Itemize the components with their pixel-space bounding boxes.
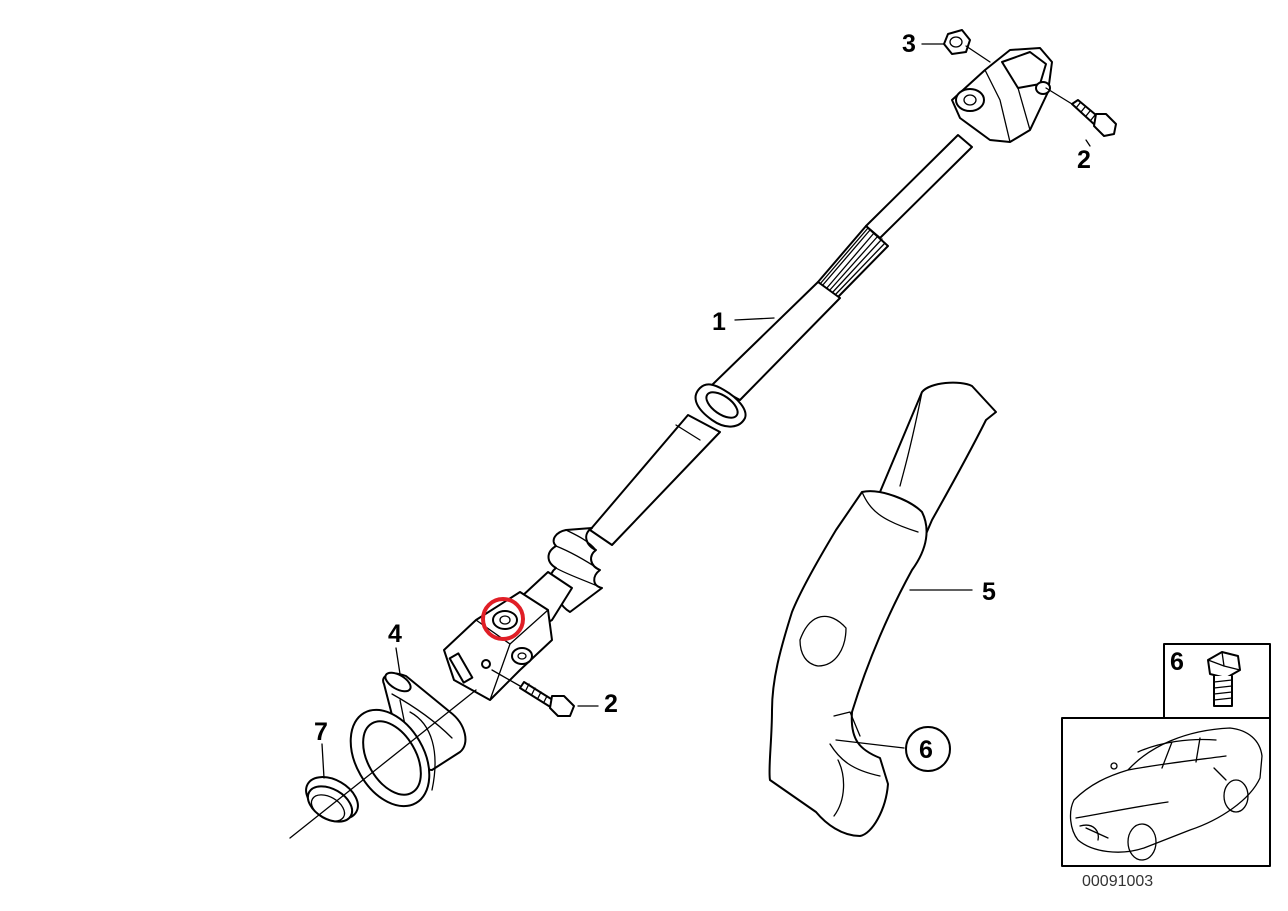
- nut[interactable]: [943, 29, 991, 63]
- car-thumbnail: [1061, 717, 1271, 867]
- lower-universal-joint[interactable]: [443, 591, 553, 701]
- callout-2-bottom: 2: [604, 690, 618, 718]
- inset-bolt-box: [1163, 643, 1271, 719]
- bolt-top[interactable]: [1045, 87, 1117, 137]
- column-cover[interactable]: [768, 381, 997, 837]
- leader-lines: [321, 43, 1091, 779]
- catalog-number: 00091003: [1082, 873, 1153, 890]
- callout-6: 6: [919, 736, 933, 764]
- callout-6-circle: [905, 726, 951, 772]
- callout-1: 1: [712, 308, 726, 336]
- callout-3: 3: [902, 30, 916, 58]
- highlight-circle: [481, 597, 525, 641]
- callout-7: 7: [314, 718, 328, 746]
- callout-6-inset: 6: [1170, 648, 1184, 676]
- callout-5: 5: [982, 578, 996, 606]
- center-axis-line: [289, 689, 477, 839]
- bolt-bottom[interactable]: [491, 669, 575, 717]
- seal-ring[interactable]: [299, 768, 365, 829]
- callout-4: 4: [388, 620, 402, 648]
- upper-universal-joint[interactable]: [951, 47, 1053, 143]
- callout-2-top: 2: [1077, 146, 1091, 174]
- inset-bolt[interactable]: [1207, 651, 1241, 707]
